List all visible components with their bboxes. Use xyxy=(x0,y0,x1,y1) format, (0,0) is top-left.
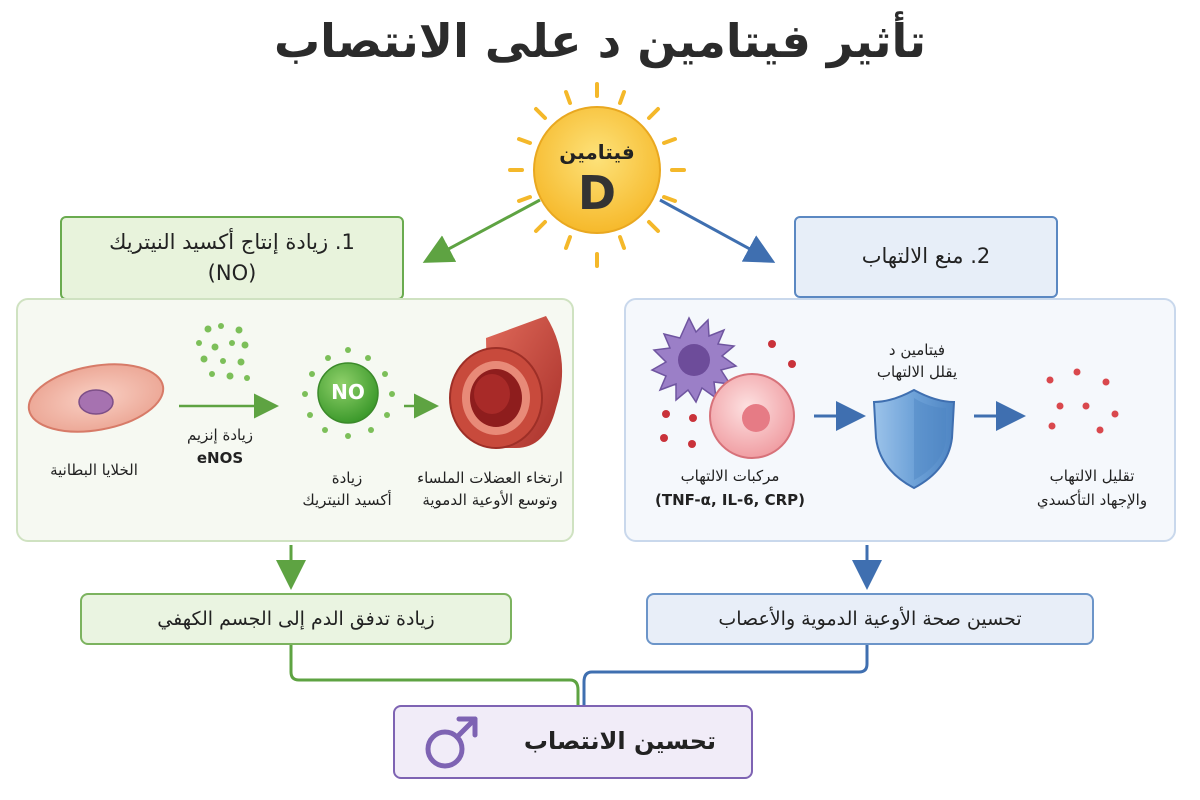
nitric-oxide-heading-line2: (NO) xyxy=(207,261,257,285)
reduced-markers-icon xyxy=(1046,368,1119,434)
connector-right xyxy=(582,642,869,706)
endothelial-label: الخلايا البطانية xyxy=(50,461,138,479)
connector-left xyxy=(289,642,580,706)
sun-circle xyxy=(533,106,661,234)
no-label-line1: زيادة xyxy=(331,469,363,487)
blood-flow-result: زيادة تدفق الدم إلى الجسم الكهفي xyxy=(80,593,512,645)
sun-label-group: فيتامين D xyxy=(559,140,634,220)
cell-nucleus-icon xyxy=(78,389,114,415)
immune-cell-nucleus-icon xyxy=(742,404,770,432)
nitric-oxide-illustration xyxy=(27,316,563,449)
vessel-label-line2: وتوسع الأوعية الدموية xyxy=(422,491,558,509)
anti-inflammation-illustration xyxy=(650,316,1119,490)
reduce-label-line1: تقليل الالتهاب xyxy=(1049,467,1135,485)
no-molecules-icon xyxy=(196,323,250,381)
shield-label-line2: يقلل الالتهاب xyxy=(876,363,958,381)
no-molecule-icon xyxy=(317,362,379,424)
anti-inflammation-heading-text: 2. منع الالتهاب xyxy=(861,244,991,269)
anti-inflammation-heading: 2. منع الالتهاب xyxy=(794,216,1058,298)
markers-label-line1: مركبات الالتهاب xyxy=(680,467,780,485)
inflammatory-cell-icon xyxy=(650,316,738,404)
nitric-oxide-heading-line1: 1. زيادة إنتاج أكسيد النيتريك xyxy=(109,229,355,254)
no-halo-dots-icon xyxy=(302,347,395,439)
no-label-line2: أكسيد النيتريك xyxy=(302,491,392,509)
sun-label: فيتامين xyxy=(559,140,634,164)
erection-improvement-text: تحسين الانتصاب xyxy=(523,727,717,755)
inflammation-markers-icon xyxy=(660,340,796,448)
nitric-oxide-heading: 1. زيادة إنتاج أكسيد النيتريك (NO) xyxy=(60,216,404,300)
arrow-sun-left xyxy=(422,198,541,263)
erection-improvement-box: تحسين الانتصاب xyxy=(393,705,753,779)
blood-vessel-icon xyxy=(449,316,563,449)
shield-label-line1: فيتامين د xyxy=(888,341,946,359)
reduce-label-line2: والإجهاد التأكسدي xyxy=(1036,491,1148,509)
markers-label-line2: (TNF-α, IL-6, CRP) xyxy=(654,491,805,509)
sun-letter: D xyxy=(578,166,616,220)
arrow-sun-right xyxy=(659,198,776,263)
vessel-label-line1: ارتخاء العضلات الملساء xyxy=(417,469,563,487)
enos-label-line1: زيادة إنزيم xyxy=(186,426,254,444)
no-badge-text: NO xyxy=(331,380,365,404)
sun-rays xyxy=(508,82,686,268)
page-title: تأثير فيتامين د على الانتصاب xyxy=(273,14,927,68)
shield-icon xyxy=(872,388,956,490)
vascular-health-result: تحسين صحة الأوعية الدموية والأعصاب xyxy=(646,593,1094,645)
male-symbol-icon xyxy=(425,716,478,769)
enos-label-line2: eNOS xyxy=(196,449,244,467)
